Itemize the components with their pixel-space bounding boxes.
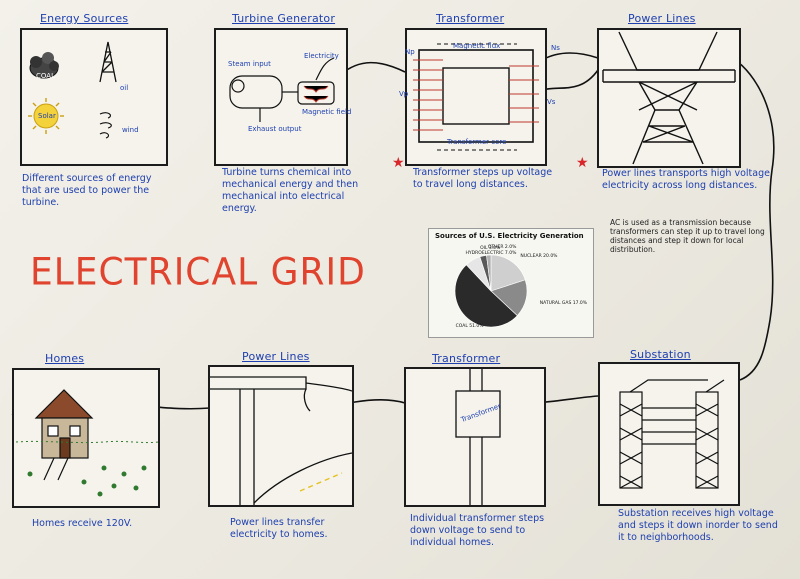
vp-label: Vp xyxy=(399,90,409,98)
star-icon: ★ xyxy=(392,155,405,171)
pie-slice xyxy=(454,264,518,328)
ns-label: Ns xyxy=(551,44,560,52)
exhaust-label: Exhaust output xyxy=(248,125,302,133)
pie-slice-label: NATURAL GAS 17.0% xyxy=(539,301,588,307)
substation-caption: Substation receives high voltage and ste… xyxy=(618,508,778,543)
power-lines-bottom-caption: Power lines transfer electricity to home… xyxy=(230,517,328,540)
transformer-core-label: Transformer core xyxy=(447,138,507,146)
homes-box xyxy=(12,368,160,508)
transformer-core-drawing xyxy=(413,43,539,151)
page-title: ELECTRICAL GRID xyxy=(30,250,366,295)
turbine-drawing xyxy=(229,57,335,122)
vs-label: Vs xyxy=(547,98,556,106)
ac-transmission-note: AC is used as a transmission because tra… xyxy=(610,218,765,254)
pole-transformer-drawing xyxy=(455,369,501,505)
pie-slice-label: OIL 3.0% xyxy=(480,246,501,252)
pie-chart xyxy=(454,254,528,328)
transformer-bottom-heading: Transformer xyxy=(432,352,501,365)
pie-slice-label: NUCLEAR 20.0% xyxy=(520,253,558,259)
pie-slice xyxy=(490,254,526,292)
energy-sources-box: COAL oil Solar wind xyxy=(20,28,168,166)
electricity-label: Electricity xyxy=(304,52,339,60)
chart-title: Sources of U.S. Electricity Generation xyxy=(435,232,584,240)
np-label: Np xyxy=(405,48,415,56)
energy-sources-caption: Different sources of energy that are use… xyxy=(22,173,152,208)
transformer-bottom-caption: Individual transformer steps down voltag… xyxy=(410,513,545,548)
turbine-generator-caption: Turbine turns chemical into mechanical e… xyxy=(222,167,359,214)
power-lines-top-caption: Power lines transports high voltage elec… xyxy=(602,168,770,191)
wind-icon xyxy=(99,112,112,139)
pie-slice-label: COAL 51.0% xyxy=(455,323,484,329)
substation-drawing xyxy=(619,379,725,489)
wind-label: wind xyxy=(122,126,139,134)
power-lines-top-box xyxy=(597,28,741,168)
pie-slice xyxy=(486,254,492,292)
electricity-sources-chart: Sources of U.S. Electricity Generation N… xyxy=(428,228,594,338)
substation-heading: Substation xyxy=(630,348,691,361)
energy-sources-drawing xyxy=(28,41,117,139)
pie-slice-label: OTHER 2.0% xyxy=(487,245,517,251)
sun-icon xyxy=(28,98,64,134)
oil-label: oil xyxy=(120,84,129,92)
star-icon: ★ xyxy=(576,155,589,171)
pie-slice-label: HYDROELECTRIC 7.0% xyxy=(465,251,517,257)
magnetic-flux-label: Magnetic flux xyxy=(453,42,501,50)
energy-sources-heading: Energy Sources xyxy=(40,12,129,25)
utility-pole-drawing xyxy=(210,376,352,505)
homes-caption: Homes receive 120V. xyxy=(32,518,133,529)
pylon-drawing xyxy=(602,31,736,165)
substation-box xyxy=(598,362,740,506)
power-lines-bottom-box xyxy=(208,365,354,507)
house-icon xyxy=(34,389,94,481)
solar-label: Solar xyxy=(38,112,56,120)
house-drawing xyxy=(15,389,158,497)
steam-label: Steam input xyxy=(228,60,271,68)
turbine-generator-heading: Turbine Generator xyxy=(232,12,336,25)
transformer-top-caption: Transformer steps up voltage to travel l… xyxy=(413,167,553,190)
homes-heading: Homes xyxy=(45,352,85,365)
turbine-generator-box: Steam input Exhaust output Electricity M… xyxy=(214,28,352,166)
transformer-top-box: Magnetic flux Transformer core Np Ns Vp … xyxy=(399,28,560,166)
power-lines-bottom-heading: Power Lines xyxy=(242,350,310,363)
transformer-bottom-box: Transformer xyxy=(404,367,546,507)
power-lines-top-heading: Power Lines xyxy=(628,12,696,25)
coal-label: COAL xyxy=(36,72,55,80)
coal-icon xyxy=(29,52,59,79)
transformer-top-heading: Transformer xyxy=(436,12,505,25)
oil-derrick-icon xyxy=(99,41,117,83)
magnetic-field-label: Magnetic field xyxy=(302,108,352,116)
